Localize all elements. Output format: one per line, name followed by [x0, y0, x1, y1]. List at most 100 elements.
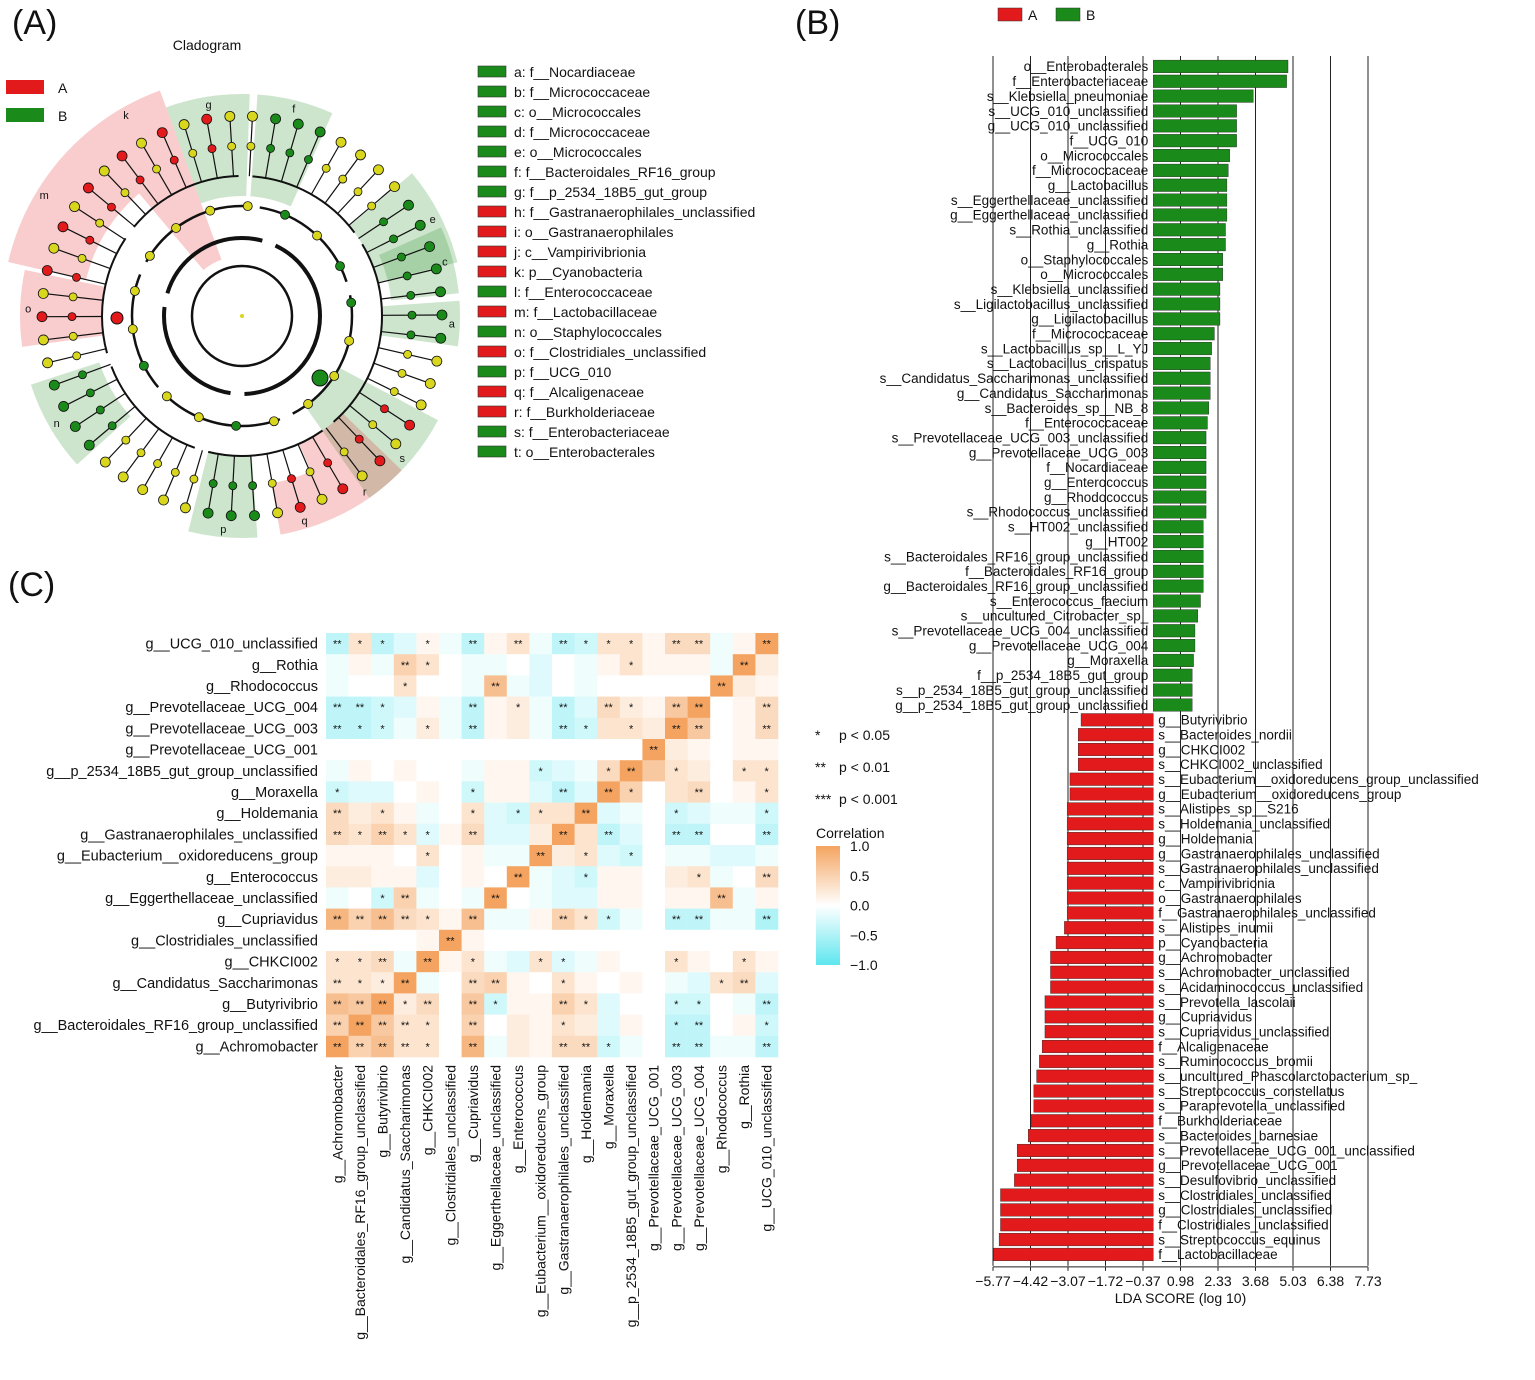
heatmap-cell — [732, 696, 756, 719]
heatmap-cell — [461, 887, 485, 909]
heatmap-cell — [529, 802, 553, 825]
lda-bar — [1153, 238, 1226, 252]
heatmap-col-label: g__Cupriavidus — [465, 1065, 481, 1162]
cladogram-legend-swatch — [477, 205, 507, 218]
heatmap-cell — [393, 866, 417, 888]
heatmap-row-label: g__Prevotellaceae_UCG_003 — [125, 721, 318, 737]
heatmap-cell — [529, 1035, 553, 1058]
lda-tick-label: 0.98 — [1167, 1273, 1194, 1289]
heatmap-cell — [755, 823, 779, 846]
tree-leaf-node — [201, 113, 213, 125]
heatmap-cell — [665, 951, 688, 973]
heatmap-star: * — [539, 957, 544, 969]
heatmap-star: * — [561, 978, 566, 990]
tree-node — [305, 467, 315, 477]
heatmap-star: ** — [672, 829, 681, 841]
heatmap-cell — [687, 802, 711, 825]
lda-bar — [1153, 460, 1207, 474]
heatmap-cell — [687, 1035, 711, 1058]
heatmap-col-label: g__Achromobacter — [329, 1065, 345, 1184]
heatmap-cell — [552, 866, 575, 888]
heatmap-col-label: g__Prevotellaceae_UCG_004 — [691, 1065, 707, 1251]
heatmap-cell — [710, 760, 734, 782]
tree-node — [312, 230, 322, 241]
lda-bar — [1069, 787, 1154, 801]
heatmap-star: * — [584, 914, 589, 926]
colorbar-tick-label: 1.0 — [850, 838, 870, 854]
clade-letter-s: s — [400, 453, 406, 465]
heatmap-cell — [416, 1035, 440, 1058]
heatmap-cell — [461, 929, 485, 952]
tree-node — [248, 481, 258, 491]
heatmap-star: * — [358, 639, 363, 651]
heatmap-star: ** — [378, 1020, 387, 1032]
heatmap-star: * — [742, 766, 747, 778]
heatmap-star: ** — [401, 660, 410, 672]
heatmap-cell — [439, 929, 462, 952]
heatmap-cell — [371, 675, 395, 697]
heatmap-cell — [710, 802, 734, 825]
heatmap-star: * — [719, 978, 724, 990]
tree-leaf-node — [374, 455, 386, 467]
tree-node — [406, 291, 416, 300]
heatmap-cell — [619, 887, 643, 909]
heatmap-cell — [642, 951, 666, 973]
heatmap-star: ** — [333, 829, 342, 841]
heatmap-cell — [416, 887, 440, 909]
lda-bar-label: s__Eubacterium__oxidoreducens_group_uncl… — [1158, 772, 1478, 787]
tree-node — [380, 404, 389, 414]
heatmap-cell — [710, 781, 734, 803]
heatmap-star: * — [380, 702, 385, 714]
heatmap-cell — [529, 781, 553, 803]
heatmap-star: ** — [356, 702, 365, 714]
lda-bar-label: s__Bacteroides_nordii — [1158, 727, 1292, 742]
heatmap-cell — [665, 823, 688, 846]
heatmap-star: ** — [469, 829, 478, 841]
heatmap-cell — [642, 887, 666, 909]
heatmap-cell — [732, 654, 756, 676]
lda-bar-label: f__Gastranaerophilales_unclassified — [1158, 906, 1376, 921]
lda-bar-label: o__Enterobacterales — [1024, 59, 1149, 74]
heatmap-star: * — [606, 639, 611, 651]
heatmap-star: ** — [356, 999, 365, 1011]
heatmap-cell — [484, 675, 508, 697]
heatmap-cell — [393, 760, 417, 782]
tree-leaf-node — [314, 126, 326, 138]
lda-bar — [1153, 431, 1207, 445]
tree-node — [339, 447, 349, 457]
heatmap-cell — [574, 802, 598, 825]
cladogram-legend-item: n: o__Staphylococcales — [514, 324, 662, 340]
clade-letter-c: c — [442, 257, 448, 269]
heatmap-cell — [393, 951, 417, 973]
heatmap-cell — [506, 802, 530, 825]
heatmap-cell — [529, 760, 553, 782]
heatmap-cell — [665, 717, 688, 740]
heatmap-star: ** — [695, 787, 704, 799]
heatmap-star: * — [403, 829, 408, 841]
heatmap-cell — [416, 717, 440, 740]
heatmap-cell — [732, 845, 756, 867]
heatmap-cell — [371, 1014, 395, 1037]
heatmap-cell — [484, 696, 508, 719]
clade-sector-c — [379, 227, 459, 301]
lda-bar-label: g__Prevotellaceae_UCG_003 — [969, 445, 1148, 460]
heatmap-cell — [619, 823, 643, 846]
heatmap-cell — [552, 654, 575, 676]
heatmap-cell — [755, 1014, 779, 1037]
heatmap-col-label: g__Moraxella — [601, 1065, 617, 1149]
heatmap-star: * — [697, 872, 702, 884]
lda-bar — [1033, 1084, 1154, 1098]
cladogram-legend-swatch — [477, 425, 507, 438]
lda-bar-label: o__Micrococcales — [1040, 148, 1148, 163]
heatmap-cell — [597, 993, 621, 1015]
heatmap-star: ** — [649, 745, 658, 757]
heatmap-cell — [687, 887, 711, 909]
clade-letter-p: p — [220, 524, 226, 536]
lda-bar-label: g__HT002 — [1085, 534, 1148, 549]
heatmap-cell — [348, 823, 372, 846]
heatmap-cell — [597, 972, 621, 994]
lda-bar-label: g__Cupriavidus — [1158, 1010, 1252, 1025]
tree-leaf-node — [48, 242, 60, 254]
heatmap-cell — [665, 866, 688, 888]
tree-leaf-node — [404, 419, 416, 431]
